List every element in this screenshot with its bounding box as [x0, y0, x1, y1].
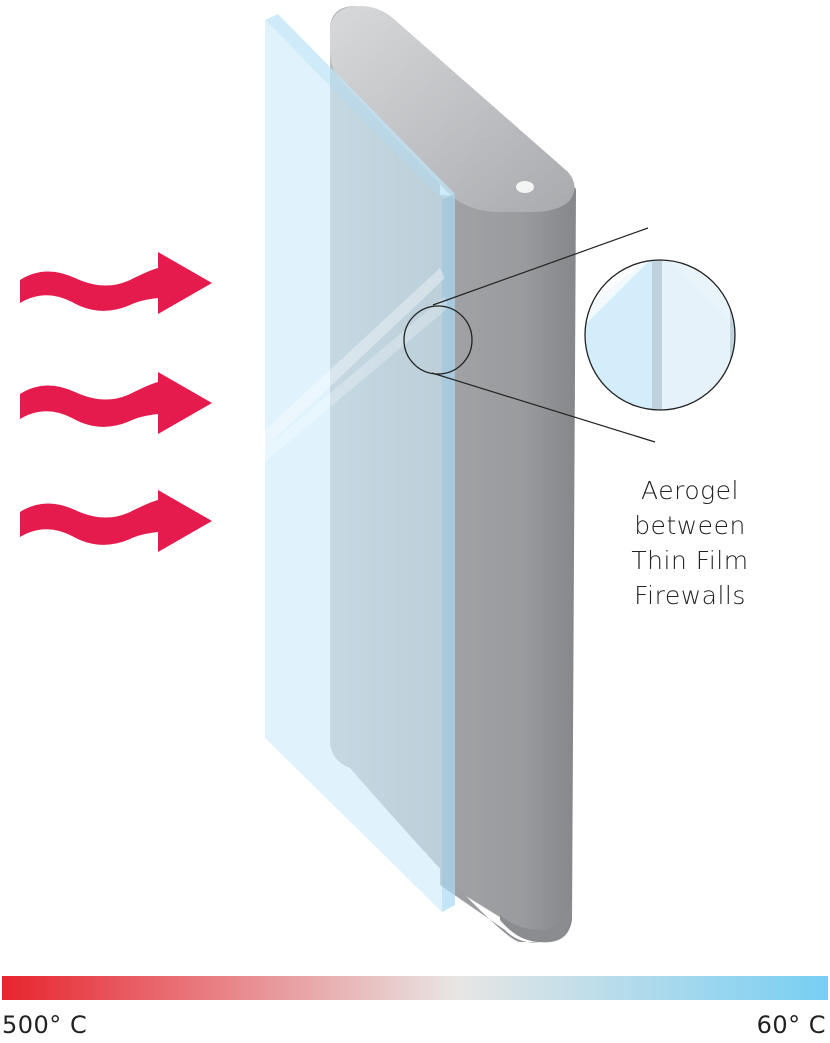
temperature-gradient-bar [2, 976, 828, 1000]
zoom-callout [403, 227, 736, 443]
zoom-source-circle [403, 305, 473, 375]
callout-label: Aerogel between Thin Film Firewalls [590, 473, 790, 613]
callout-line-2: between [634, 511, 746, 540]
heat-wave-arrow-icon [20, 490, 212, 552]
cold-temperature-label: 60° C [756, 1011, 826, 1039]
hot-temperature-label: 500° C [2, 1011, 88, 1039]
callout-line-3: Thin Film [631, 546, 749, 575]
zoom-detail [585, 260, 735, 410]
zoom-magnified-circle [584, 259, 736, 411]
callout-line-4: Firewalls [634, 581, 746, 610]
callout-line-1: Aerogel [641, 476, 739, 505]
heat-wave-arrow-icon [20, 372, 212, 434]
thin-film-panel [265, 14, 455, 912]
heat-wave-arrow-icon [20, 252, 212, 314]
heat-arrows [20, 252, 212, 552]
